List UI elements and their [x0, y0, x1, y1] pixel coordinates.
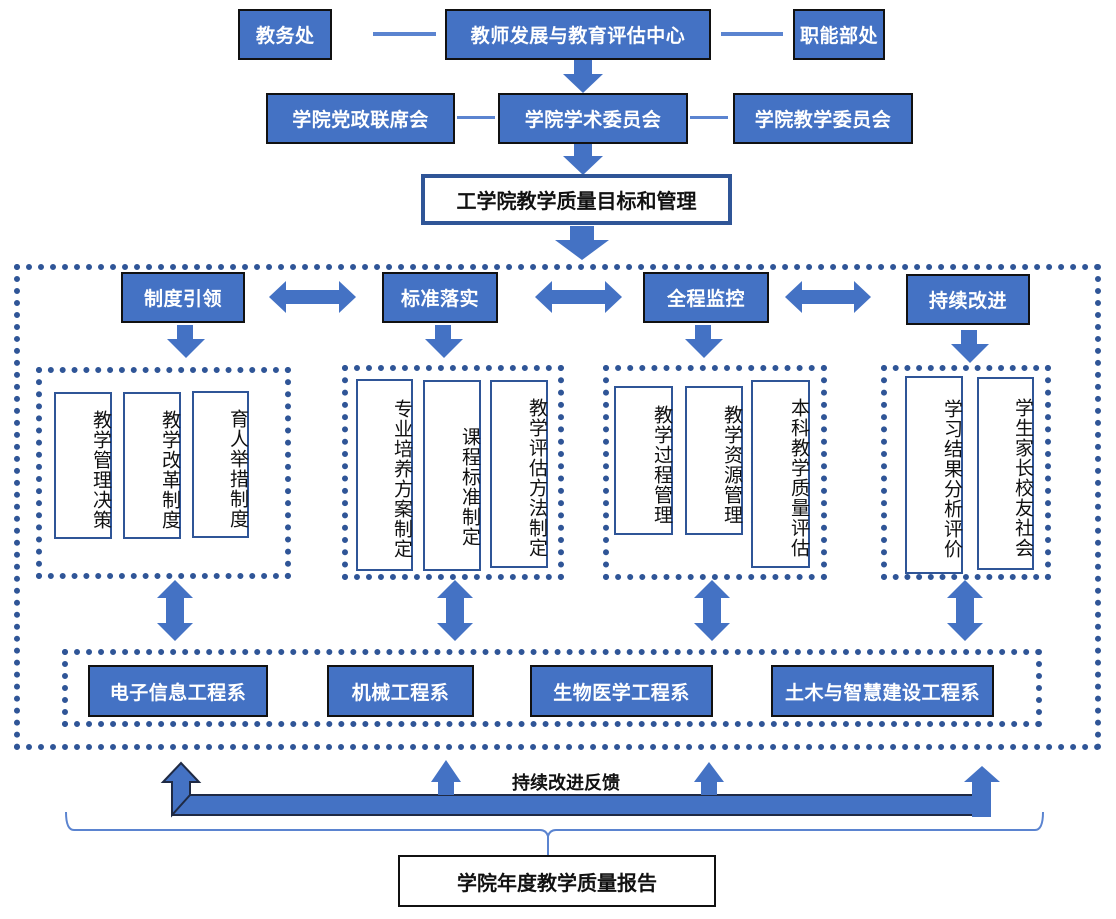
pillar-title-full-monitoring: 全程监控	[643, 272, 769, 323]
department-biomedical: 生物医学工程系	[530, 665, 713, 717]
double-arrow-vertical-icon	[437, 580, 473, 641]
arrow-down-icon	[555, 226, 609, 260]
arrow-down-icon	[951, 330, 989, 363]
annual-quality-report-box: 学院年度教学质量报告	[398, 855, 716, 907]
pillar-group-full-monitoring	[603, 365, 827, 580]
pillar-item: 教学资源管理	[685, 386, 743, 535]
double-arrow-horizontal-icon	[785, 281, 871, 313]
pillar-title-system-leadership: 制度引领	[121, 272, 245, 323]
pillar-item: 学生家长校友社会	[977, 377, 1034, 570]
connector-line	[690, 116, 728, 119]
arrow-down-icon	[563, 60, 603, 93]
arrow-down-icon	[167, 325, 205, 358]
quality-goal-box: 工学院教学质量目标和管理	[421, 174, 732, 225]
pillar-item: 教学评估方法制定	[490, 380, 548, 568]
double-arrow-vertical-icon	[947, 580, 983, 641]
arrow-up-icon	[160, 761, 202, 818]
college-teaching-committee: 学院教学委员会	[733, 93, 913, 144]
pillar-item: 课程标准制定	[423, 380, 481, 571]
office-academic-affairs: 教务处	[238, 9, 332, 60]
arrow-up-icon	[694, 762, 724, 795]
pillar-item: 育人举措制度	[192, 391, 249, 538]
feedback-label: 持续改进反馈	[512, 773, 620, 794]
pillar-group-system-leadership	[36, 367, 291, 579]
department-civil-smart-construction: 土木与智慧建设工程系	[771, 665, 994, 717]
functional-departments: 职能部处	[793, 9, 885, 60]
pillar-item: 专业培养方案制定	[356, 379, 413, 571]
arrow-down-icon	[685, 325, 723, 358]
pillar-item: 本科教学质量评估	[751, 380, 810, 568]
connector-line	[457, 116, 495, 119]
quality-system-container	[14, 264, 1101, 750]
arrow-up-icon	[964, 766, 1000, 817]
pillar-item: 教学管理决策	[54, 392, 112, 539]
double-arrow-horizontal-icon	[269, 281, 356, 313]
pillar-group-standard-implementation	[342, 365, 564, 580]
pillar-item: 学习结果分析评价	[905, 376, 963, 574]
college-academic-committee: 学院学术委员会	[498, 93, 688, 144]
connector-line	[721, 32, 783, 36]
feedback-arrows	[160, 760, 1000, 818]
arrow-up-icon	[431, 760, 461, 795]
double-arrow-horizontal-icon	[535, 281, 622, 313]
pillar-title-continuous-improvement: 持续改进	[906, 274, 1030, 325]
arrow-down-icon	[563, 144, 603, 175]
brace	[65, 811, 1044, 856]
department-mechanical: 机械工程系	[327, 665, 474, 717]
pillar-title-standard-implementation: 标准落实	[382, 272, 498, 323]
connector-line	[373, 32, 436, 36]
pillar-group-continuous-improvement	[881, 365, 1051, 580]
college-party-joint-meeting: 学院党政联席会	[266, 93, 455, 144]
pillar-item: 教学改革制度	[123, 392, 181, 539]
department-electronic-information: 电子信息工程系	[88, 665, 268, 717]
arrow-down-icon	[425, 325, 463, 358]
teacher-development-center: 教师发展与教育评估中心	[445, 9, 711, 60]
double-arrow-vertical-icon	[157, 580, 193, 641]
departments-container	[62, 649, 1042, 727]
double-arrow-vertical-icon	[694, 580, 730, 641]
pillar-item: 教学过程管理	[614, 386, 673, 535]
